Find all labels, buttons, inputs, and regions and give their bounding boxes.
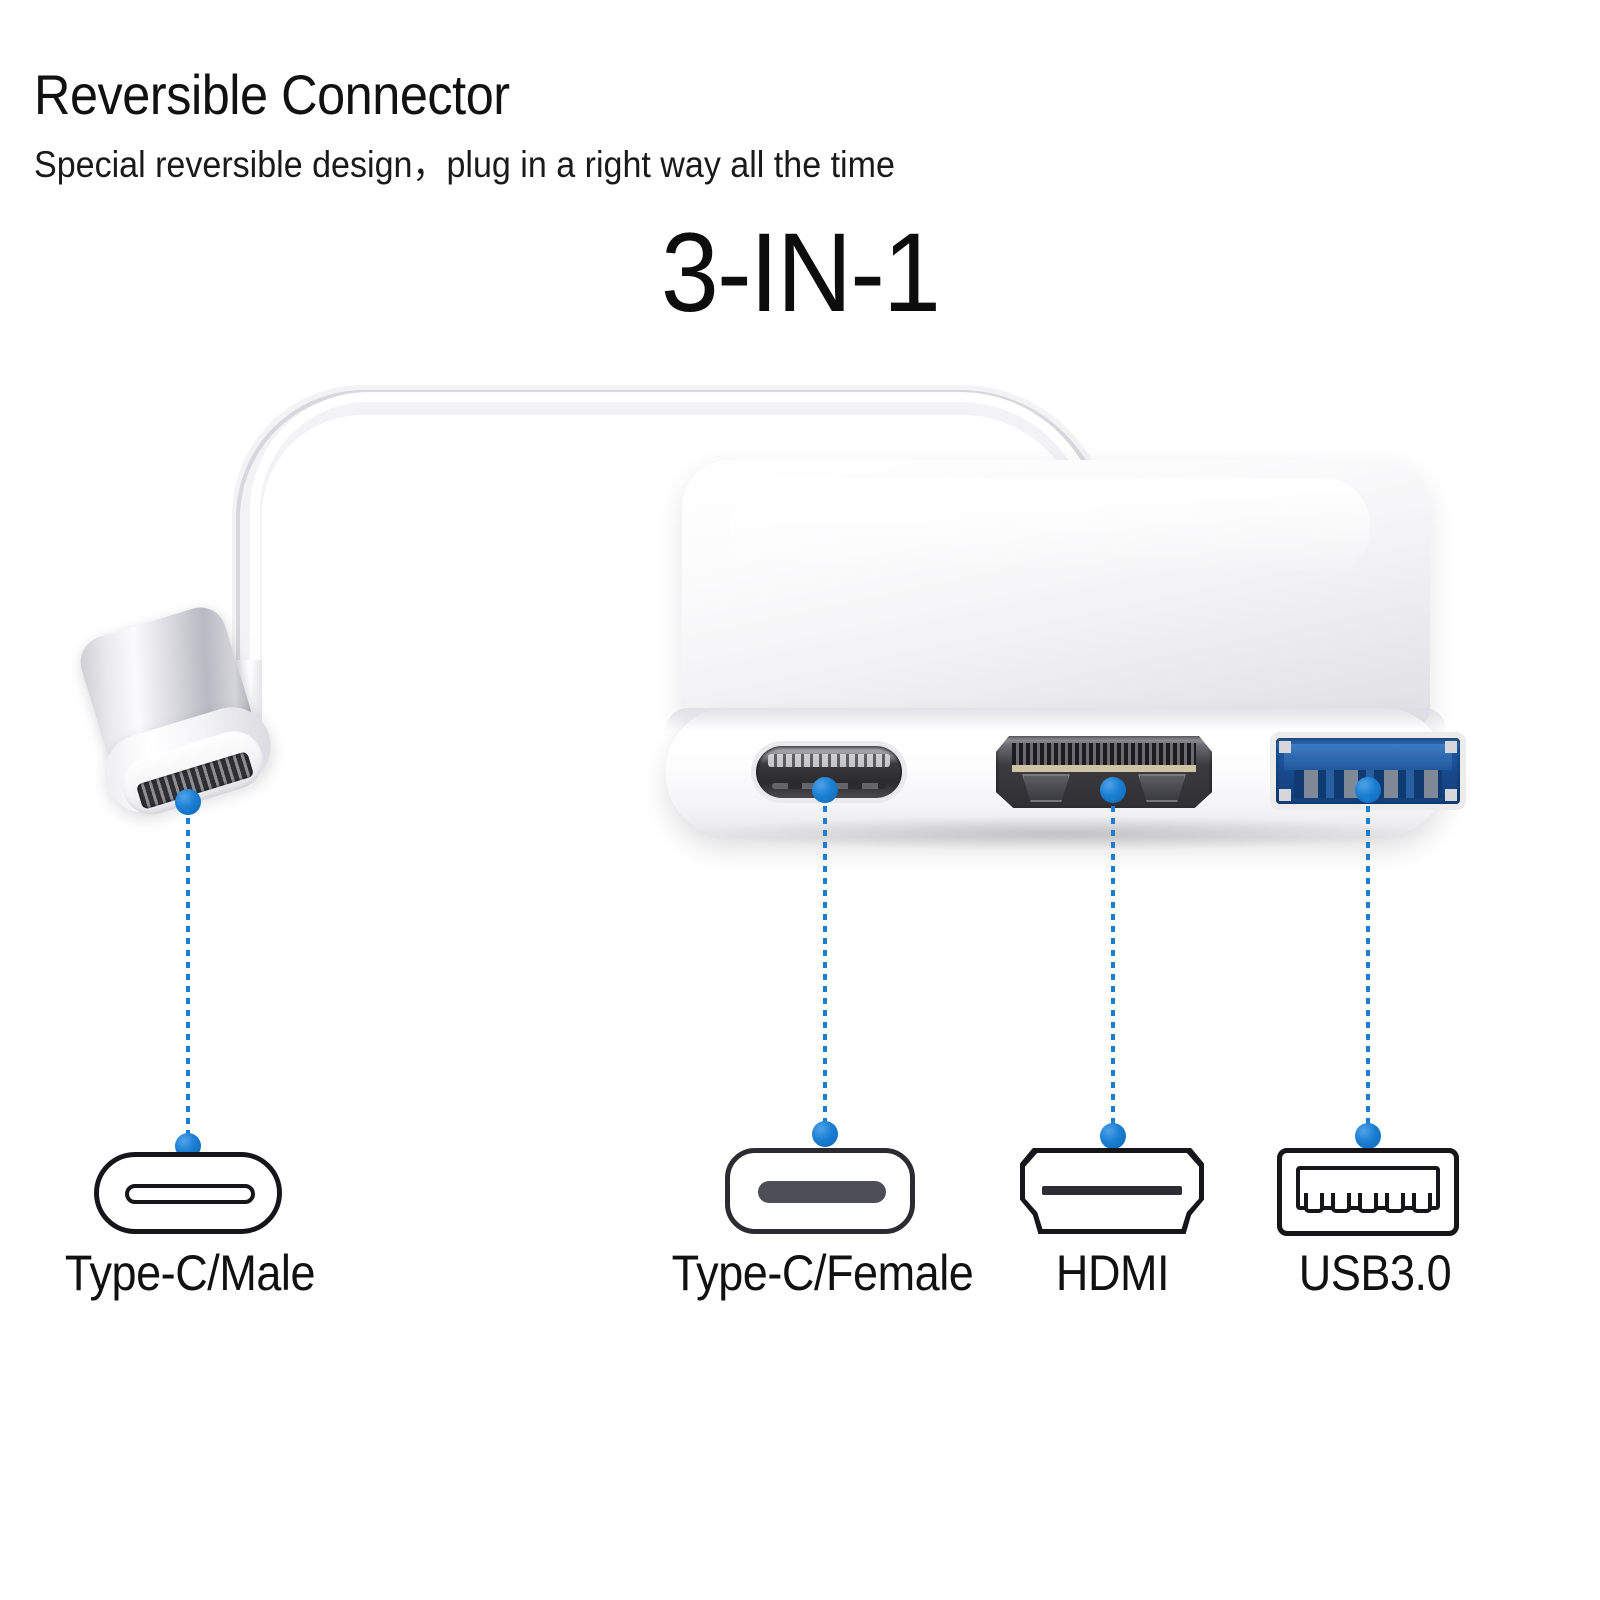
headline-3-in-1: 3-IN-1 xyxy=(660,210,941,335)
usb3-corner-bl xyxy=(1279,789,1291,801)
leader-line-hdmi xyxy=(1111,794,1115,1132)
usb-tooth xyxy=(1385,1193,1405,1213)
hdmi-port-pins xyxy=(1012,743,1196,772)
legend-label-type-c-male: Type-C/Male xyxy=(64,1245,316,1301)
usb3-corner-tr xyxy=(1445,741,1457,753)
leader-dot-bottom-type-c-female xyxy=(812,1121,838,1147)
type-c-port-pins xyxy=(768,754,890,767)
usb-type-c-female-icon xyxy=(725,1148,915,1234)
usb-tooth xyxy=(1412,1193,1432,1213)
usb-tooth xyxy=(1358,1193,1378,1213)
page-title: Reversible Connector xyxy=(34,63,510,126)
leader-dot-bottom-hdmi xyxy=(1100,1123,1126,1149)
usb-tooth xyxy=(1331,1193,1351,1213)
usb-a-3-0-icon xyxy=(1277,1148,1459,1236)
usb3-corner-br xyxy=(1445,789,1457,801)
usb-type-c-male-icon xyxy=(94,1152,282,1234)
leader-line-type-c-male xyxy=(186,806,190,1142)
legend-label-usb3: USB3.0 xyxy=(1298,1245,1452,1301)
usb-icon-teeth xyxy=(1304,1193,1432,1219)
leader-dot-bottom-usb3 xyxy=(1355,1123,1381,1149)
usb3-port-inner xyxy=(1284,744,1452,770)
leader-line-usb3 xyxy=(1366,794,1370,1132)
legend-label-hdmi: HDMI xyxy=(1055,1245,1170,1301)
hdmi-port-icon xyxy=(1020,1148,1204,1234)
usb-tooth xyxy=(1304,1193,1324,1213)
page-subtitle: Special reversible design，plug in a righ… xyxy=(34,144,895,185)
legend-label-type-c-female: Type-C/Female xyxy=(671,1245,974,1301)
usb3-corner-tl xyxy=(1279,741,1291,753)
leader-line-type-c-female xyxy=(823,794,827,1130)
